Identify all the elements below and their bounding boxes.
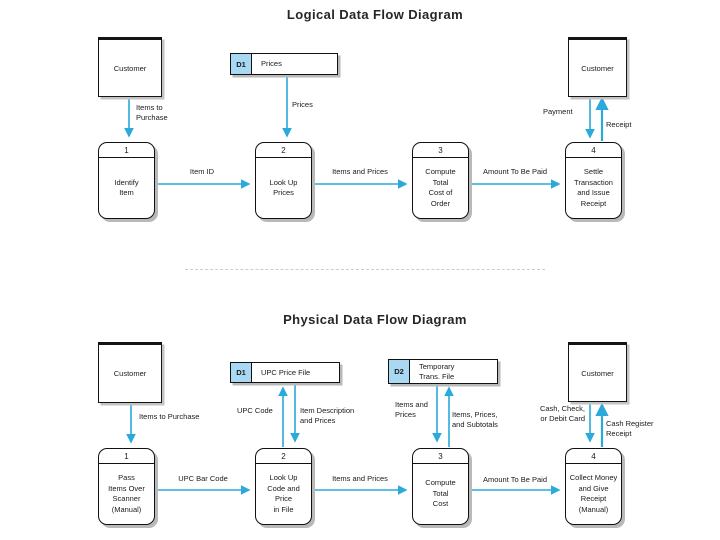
datastore-name: Temporary Trans. File: [410, 359, 498, 384]
datastore-name: Prices: [252, 53, 338, 75]
flow-label-cash-check-or-debit-card: Cash, Check, or Debit Card: [539, 404, 585, 423]
flow-label-amount-to-be-paid: Amount To Be Paid: [482, 167, 548, 176]
process-number: 4: [566, 143, 621, 158]
flow-label-items-to-purchase: Items to Purchase: [136, 103, 168, 122]
process-number: 4: [566, 449, 621, 464]
flow-label-items-and-prices-store: Items and Prices: [395, 400, 428, 419]
flow-label-items-and-prices: Items and Prices: [332, 474, 388, 483]
logical-process-1: 1 Identify Item: [98, 142, 155, 219]
flow-label-upc-code: UPC Code: [237, 406, 273, 415]
entity-label: Customer: [581, 63, 614, 73]
process-name: Settle Transaction and Issue Receipt: [574, 167, 613, 208]
logical-customer-right: Customer: [568, 37, 627, 97]
entity-label: Customer: [113, 369, 147, 378]
physical-datastore-d1: D1 UPC Price File: [230, 362, 340, 383]
flow-label-receipt: Receipt: [606, 120, 632, 129]
physical-process-3: 3 Compute Total Cost: [412, 448, 469, 525]
flow-label-payment: Payment: [543, 107, 573, 116]
logical-process-4: 4 Settle Transaction and Issue Receipt: [565, 142, 622, 219]
logical-diagram-title: Logical Data Flow Diagram: [286, 7, 464, 22]
process-number: 3: [413, 449, 468, 464]
logical-datastore-d1: D1 Prices: [230, 53, 338, 75]
flow-label-item-id: Item ID: [189, 167, 215, 176]
physical-process-4: 4 Collect Money and Give Receipt (Manual…: [565, 448, 622, 525]
process-name: Identify Item: [114, 177, 139, 198]
flow-label-items-to-purchase: Items to Purchase: [139, 412, 200, 421]
process-name: Compute Total Cost of Order: [425, 167, 456, 208]
flow-label-prices: Prices: [292, 100, 313, 109]
process-number: 1: [99, 449, 154, 464]
diagram-divider-dashed-line: [185, 269, 545, 270]
flow-label-upc-bar-code: UPC Bar Code: [178, 474, 228, 483]
physical-datastore-d2: D2 Temporary Trans. File: [388, 359, 498, 384]
datastore-tag: D1: [230, 362, 252, 383]
process-number: 2: [256, 143, 311, 158]
process-name: Collect Money and Give Receipt (Manual): [569, 473, 618, 514]
process-name: Pass Items Over Scanner (Manual): [108, 473, 145, 514]
process-name: Look Up Code and Price in File: [267, 473, 300, 514]
datastore-tag: D2: [388, 359, 410, 384]
process-number: 1: [99, 143, 154, 158]
process-name: Look Up Prices: [269, 177, 298, 198]
datastore-tag: D1: [230, 53, 252, 75]
flow-label-items-and-prices: Items and Prices: [332, 167, 388, 176]
physical-diagram-title: Physical Data Flow Diagram: [283, 312, 467, 327]
flow-label-amount-to-be-paid: Amount To Be Paid: [482, 475, 548, 484]
logical-process-3: 3 Compute Total Cost of Order: [412, 142, 469, 219]
flow-label-items-prices-and-subtotals: Items, Prices, and Subtotals: [452, 410, 498, 429]
entity-label: Customer: [113, 63, 147, 73]
process-name: Compute Total Cost: [425, 478, 456, 509]
process-number: 3: [413, 143, 468, 158]
datastore-name: UPC Price File: [252, 362, 340, 383]
process-number: 2: [256, 449, 311, 464]
physical-customer-right: Customer: [568, 342, 627, 402]
logical-customer-left: Customer: [98, 37, 162, 97]
physical-process-2: 2 Look Up Code and Price in File: [255, 448, 312, 525]
physical-customer-left: Customer: [98, 342, 162, 403]
flow-label-cash-register-receipt: Cash Register Receipt: [606, 419, 654, 438]
logical-process-2: 2 Look Up Prices: [255, 142, 312, 219]
flow-label-item-description-and-prices: Item Description and Prices: [300, 406, 355, 425]
entity-label: Customer: [581, 368, 614, 378]
physical-process-1: 1 Pass Items Over Scanner (Manual): [98, 448, 155, 525]
